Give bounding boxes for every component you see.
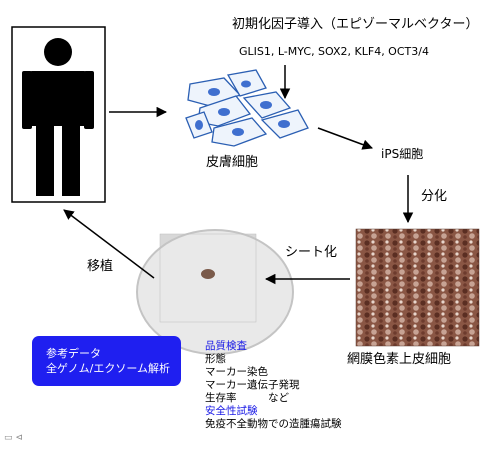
quality-item: 形態 [205, 353, 226, 365]
rpe-cells-image [355, 228, 480, 347]
safety-item: 免疫不全動物での造腫瘍試験 [205, 418, 342, 430]
sheeting-label: シート化 [285, 245, 338, 260]
differentiation-label: 分化 [421, 189, 448, 204]
quality-test-heading: 品質検査 [205, 340, 247, 352]
quality-item: マーカー遺伝子発現 [205, 379, 300, 391]
reference-data-title: 参考データ [46, 347, 101, 360]
arrow-skin-to-ips [317, 127, 373, 150]
skin-cells-image [185, 69, 309, 147]
cell-sheet-image [136, 229, 294, 355]
arrow-sheet-to-person [63, 209, 155, 279]
factor-gene-list: GLIS1, L-MYC, SOX2, KLF4, OCT3/4 [239, 45, 429, 58]
quality-item: マーカー染色 [205, 366, 268, 378]
page-corner-icon: ▭ ⊲ [4, 433, 23, 443]
transplant-label: 移植 [87, 259, 114, 274]
test-list: 品質検査 形態 マーカー染色 マーカー遺伝子発現 生存率 など 安全性試験 免疫… [205, 340, 342, 431]
quality-item: 生存率 など [205, 392, 289, 404]
safety-test-heading: 安全性試験 [205, 405, 258, 417]
ips-cells-label: iPS細胞 [381, 147, 424, 161]
rpe-cells-label: 網膜色素上皮細胞 [347, 352, 452, 367]
reference-data-box: 参考データ 全ゲノム/エクソーム解析 [32, 336, 181, 386]
reference-data-analysis: 全ゲノム/エクソーム解析 [46, 362, 171, 375]
factor-introduction-title: 初期化因子導入（エピゾーマルベクター） [232, 17, 479, 32]
skin-cells-label: 皮膚細胞 [206, 155, 259, 170]
person-figure-icon [11, 26, 106, 203]
